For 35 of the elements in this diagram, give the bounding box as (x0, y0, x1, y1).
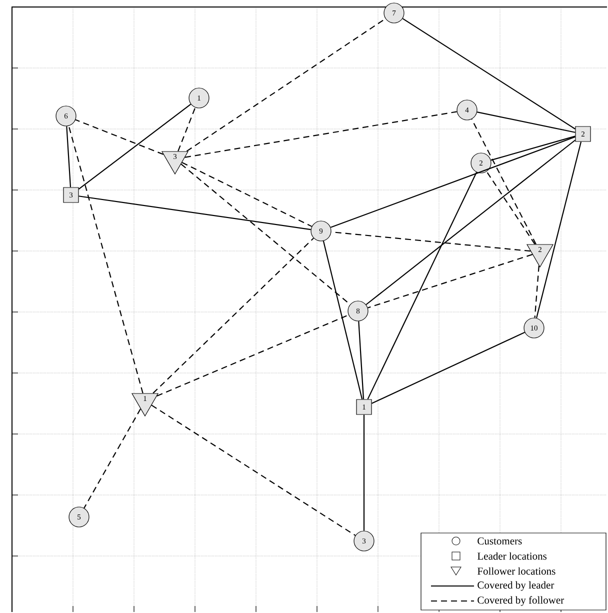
connector-line (402, 18, 576, 130)
connector-line (331, 231, 531, 252)
connector-line (184, 111, 457, 158)
connector-line (358, 321, 364, 400)
connector-line (182, 162, 312, 227)
connector-line (486, 171, 536, 244)
connector-line (367, 172, 478, 400)
connector-line (536, 142, 582, 318)
connector-line (368, 254, 533, 308)
connector-line (156, 314, 349, 396)
connector-line (330, 136, 576, 228)
legend-label: Leader locations (478, 552, 546, 560)
connector-line (476, 112, 576, 133)
connector-line (68, 126, 144, 394)
connector-line (366, 140, 576, 306)
connector-line (363, 414, 365, 531)
legend-label: Covered by leader (478, 581, 554, 591)
legend-label: Follower locations (478, 567, 556, 575)
connector-line (178, 107, 196, 152)
connector-line (66, 126, 72, 188)
connector-line (151, 404, 356, 536)
connector-line (78, 104, 192, 190)
connector-line (180, 164, 350, 305)
legend-label: Customers (478, 537, 522, 545)
connector-line (152, 238, 314, 394)
legend-label: Covered by follower (478, 596, 564, 606)
connector-line (471, 118, 536, 244)
connector-line (534, 266, 540, 318)
connector-line (186, 18, 386, 152)
connector-line (75, 119, 164, 155)
connector-line (490, 136, 576, 161)
connector-line (372, 332, 525, 404)
connector-line (78, 196, 311, 230)
connector-line (322, 240, 363, 400)
connector-line (84, 408, 142, 508)
